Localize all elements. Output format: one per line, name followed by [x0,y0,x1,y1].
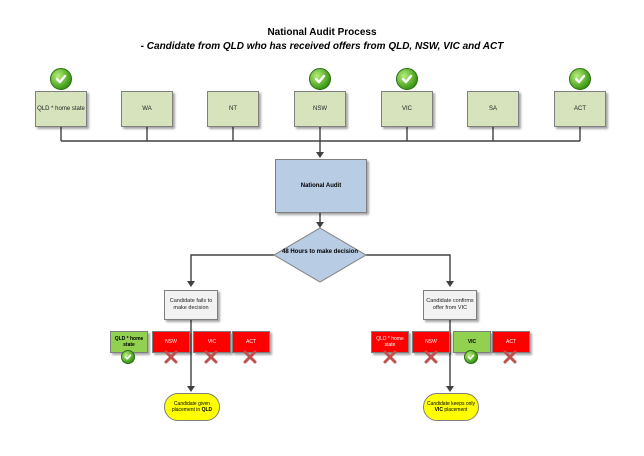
outcome-left: Candidate fails to make decision [164,290,218,320]
right-offer-qld: QLD * home state [371,331,409,353]
left-offer-vic: VIC [193,331,231,353]
result-right-text: Candidate keeps only [426,400,476,407]
result-left-text: Candidate given placement in [171,400,211,414]
national-audit-box: National Audit [275,159,367,213]
cross-icon [383,350,397,364]
check-icon [121,350,135,364]
page-subtitle: - Candidate from QLD who has received of… [140,41,504,52]
right-offer-nsw: NSW [412,331,450,353]
state-box-act: ACT [554,91,606,127]
cross-icon [164,350,178,364]
state-box-vic: VIC [381,91,433,127]
state-box-wa: WA [121,91,173,127]
state-box-qld: QLD * home state [35,91,87,127]
result-right-state: VIC [434,407,443,413]
cross-icon [204,350,218,364]
result-right-suffix: placement [442,407,468,413]
cross-icon [503,350,517,364]
page-title: National Audit Process [267,27,377,38]
state-box-nt: NT [207,91,259,127]
cross-icon [243,350,257,364]
decision-label: 48 Hours to make decision [281,249,359,255]
state-box-sa: SA [467,91,519,127]
result-left-state: QLD [201,407,213,413]
result-left: Candidate given placement in QLD [164,393,220,421]
state-box-nsw: NSW [294,91,346,127]
left-offer-act: ACT [232,331,270,353]
left-offer-nsw: NSW [152,331,190,353]
cross-icon [424,350,438,364]
check-icon [396,68,418,90]
result-right: Candidate keeps only VIC placement [423,393,479,421]
check-icon [569,68,591,90]
check-icon [50,68,72,90]
right-offer-act: ACT [492,331,530,353]
left-offer-qld: QLD * home state [110,331,148,353]
check-icon [309,68,331,90]
decision-diamond [273,227,367,283]
outcome-right: Candidate confirms offer from VIC [423,290,477,320]
check-icon [464,350,478,364]
